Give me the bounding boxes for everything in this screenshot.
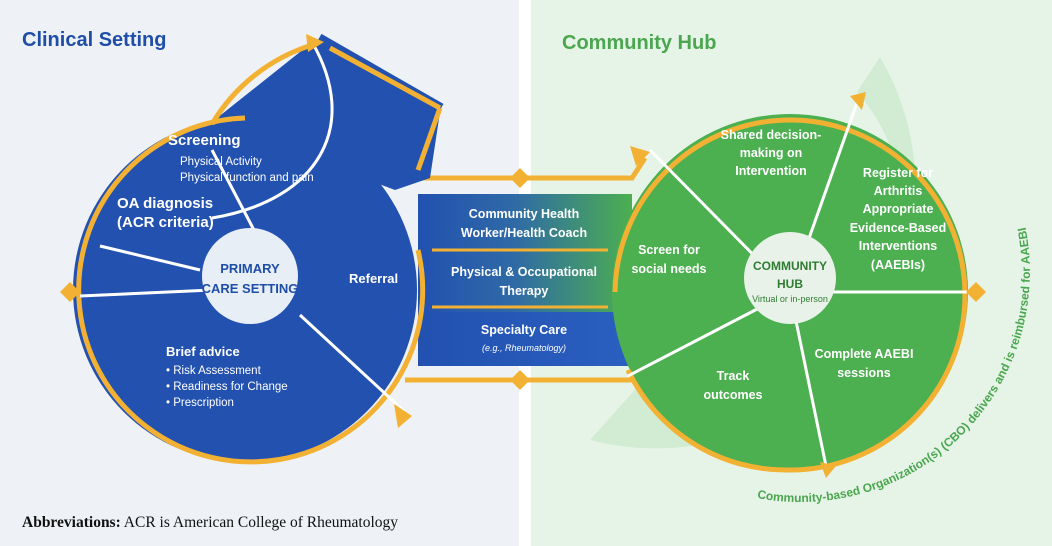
abbreviations-note: Abbreviations: ACR is American College o… [22,514,398,532]
bridge-specialty-note: (e.g., Rheumatology) [482,343,566,353]
screen-line2: social needs [631,262,706,276]
register-line2: Arthritis [874,184,923,198]
arrow-bridge-bottom-left [510,370,530,390]
arrow-bridge-top-left [510,168,530,188]
register-line6: (AAEBIs) [871,258,925,272]
screening-item-1: Physical Activity [180,156,262,168]
bridge-specialty: Specialty Care [481,323,567,337]
primary-care-wheel [73,33,444,465]
bridge-chw-line1: Community Health [469,207,579,221]
diagnosis-line2: (ACR criteria) [117,214,214,231]
track-line1: Track [717,369,750,383]
diagnosis-line1: OA diagnosis [117,195,213,212]
clinical-center-line2: CARE SETTING [202,281,299,296]
bridge-pt-line2: Therapy [500,284,549,298]
advice-item-2: • Readiness for Change [166,381,288,393]
complete-line2: sessions [837,366,891,380]
arrow-right-clinical [60,282,80,302]
advice-title: Brief advice [166,344,240,359]
shared-line3: Intervention [735,164,807,178]
arrow-community-bottom [820,462,836,478]
register-line1: Register for [863,166,933,180]
shared-line2: making on [740,146,803,160]
bridge-chw-line2: Worker/Health Coach [461,226,587,240]
arrow-community-top [630,146,650,166]
register-line5: Interventions [859,239,938,253]
complete-line1: Complete AAEBI [815,347,914,361]
bridge-band-lower [418,312,632,366]
abbreviations-label: Abbreviations: [22,514,121,531]
advice-item-3: • Prescription [166,397,234,409]
cbo-band [590,57,916,449]
community-center-sub: Virtual or in-person [752,294,828,304]
arrow-community-right [966,282,986,302]
clinical-heading: Clinical Setting [22,29,166,51]
register-line3: Appropriate [863,202,934,216]
advice-item-1: • Risk Assessment [166,365,262,377]
connector-top [418,156,648,181]
screen-line1: Screen for [638,243,700,257]
flow-arrows [60,34,986,478]
track-line2: outcomes [703,388,762,402]
community-center-line1: COMMUNITY [753,259,827,273]
clinical-center-line1: PRIMARY [220,261,280,276]
screening-item-2: Physical function and pain [180,172,314,184]
register-line4: Evidence-Based [850,221,947,235]
screening-title: Screening [168,132,241,149]
referral-label: Referral [349,271,398,286]
arrow-top-clinical [306,34,324,52]
bridge-pt-line1: Physical & Occupational [451,265,597,279]
arrow-bottom-clinical [394,404,412,428]
community-heading: Community Hub [562,32,716,54]
abbreviations-text: ACR is American College of Rheumatology [123,514,399,531]
shared-line1: Shared decision- [721,128,822,142]
arrow-community-top-right [850,92,866,110]
community-center-line2: HUB [777,277,803,291]
community-hub-wheel [612,99,968,473]
